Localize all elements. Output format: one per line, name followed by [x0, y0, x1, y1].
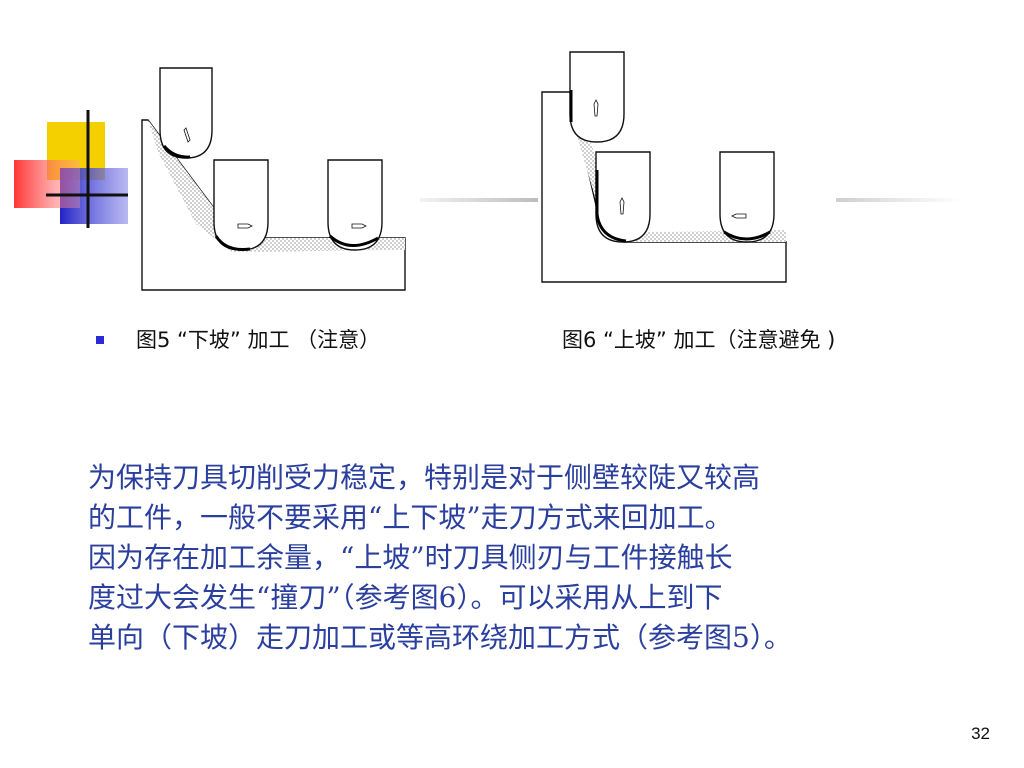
tool-middle-6 — [595, 151, 651, 243]
connector-line — [420, 198, 538, 202]
red-square — [14, 160, 80, 208]
machining-figures — [141, 51, 962, 291]
paragraph-line: 单向（下坡）走刀加工或等高环绕加工方式（参考图5）。 — [88, 621, 792, 654]
caption-figure-5: 图5 “下坡” 加工 （注意） — [136, 328, 381, 352]
tool-upper — [159, 67, 213, 159]
caption-figure-6: 图6 “上坡” 加工（注意避免 ) — [562, 328, 836, 352]
decorative-corner-graphic — [14, 110, 128, 228]
paragraph-line: 度过大会发生“撞刀”（参考图6）。可以采用从上到下 — [88, 581, 723, 614]
figure-6-diagram — [541, 51, 787, 283]
paragraph-line: 的工件，一般不要采用“上下坡”走刀方式来回加工。 — [88, 501, 733, 534]
tool-right-6 — [719, 151, 775, 243]
tool-upper-6 — [569, 51, 625, 143]
figure-5-diagram — [141, 67, 406, 291]
paragraph-line: 为保持刀具切削受力稳定，特别是对于侧壁较陡又较高 — [88, 461, 761, 494]
stock-allowance — [148, 120, 405, 252]
paragraph-line: 因为存在加工余量，“上坡”时刀具侧刃与工件接触长 — [88, 541, 733, 574]
tool-right — [327, 159, 383, 251]
bullet-icon — [96, 336, 104, 344]
explanation-paragraph: 为保持刀具切削受力稳定，特别是对于侧壁较陡又较高 的工件，一般不要采用“上下坡”… — [88, 458, 968, 658]
connector-line-right — [836, 198, 962, 202]
page-number: 32 — [971, 724, 990, 743]
figure-captions: 图5 “下坡” 加工 （注意） 图6 “上坡” 加工（注意避免 ) — [96, 324, 996, 358]
tool-middle — [213, 159, 269, 251]
